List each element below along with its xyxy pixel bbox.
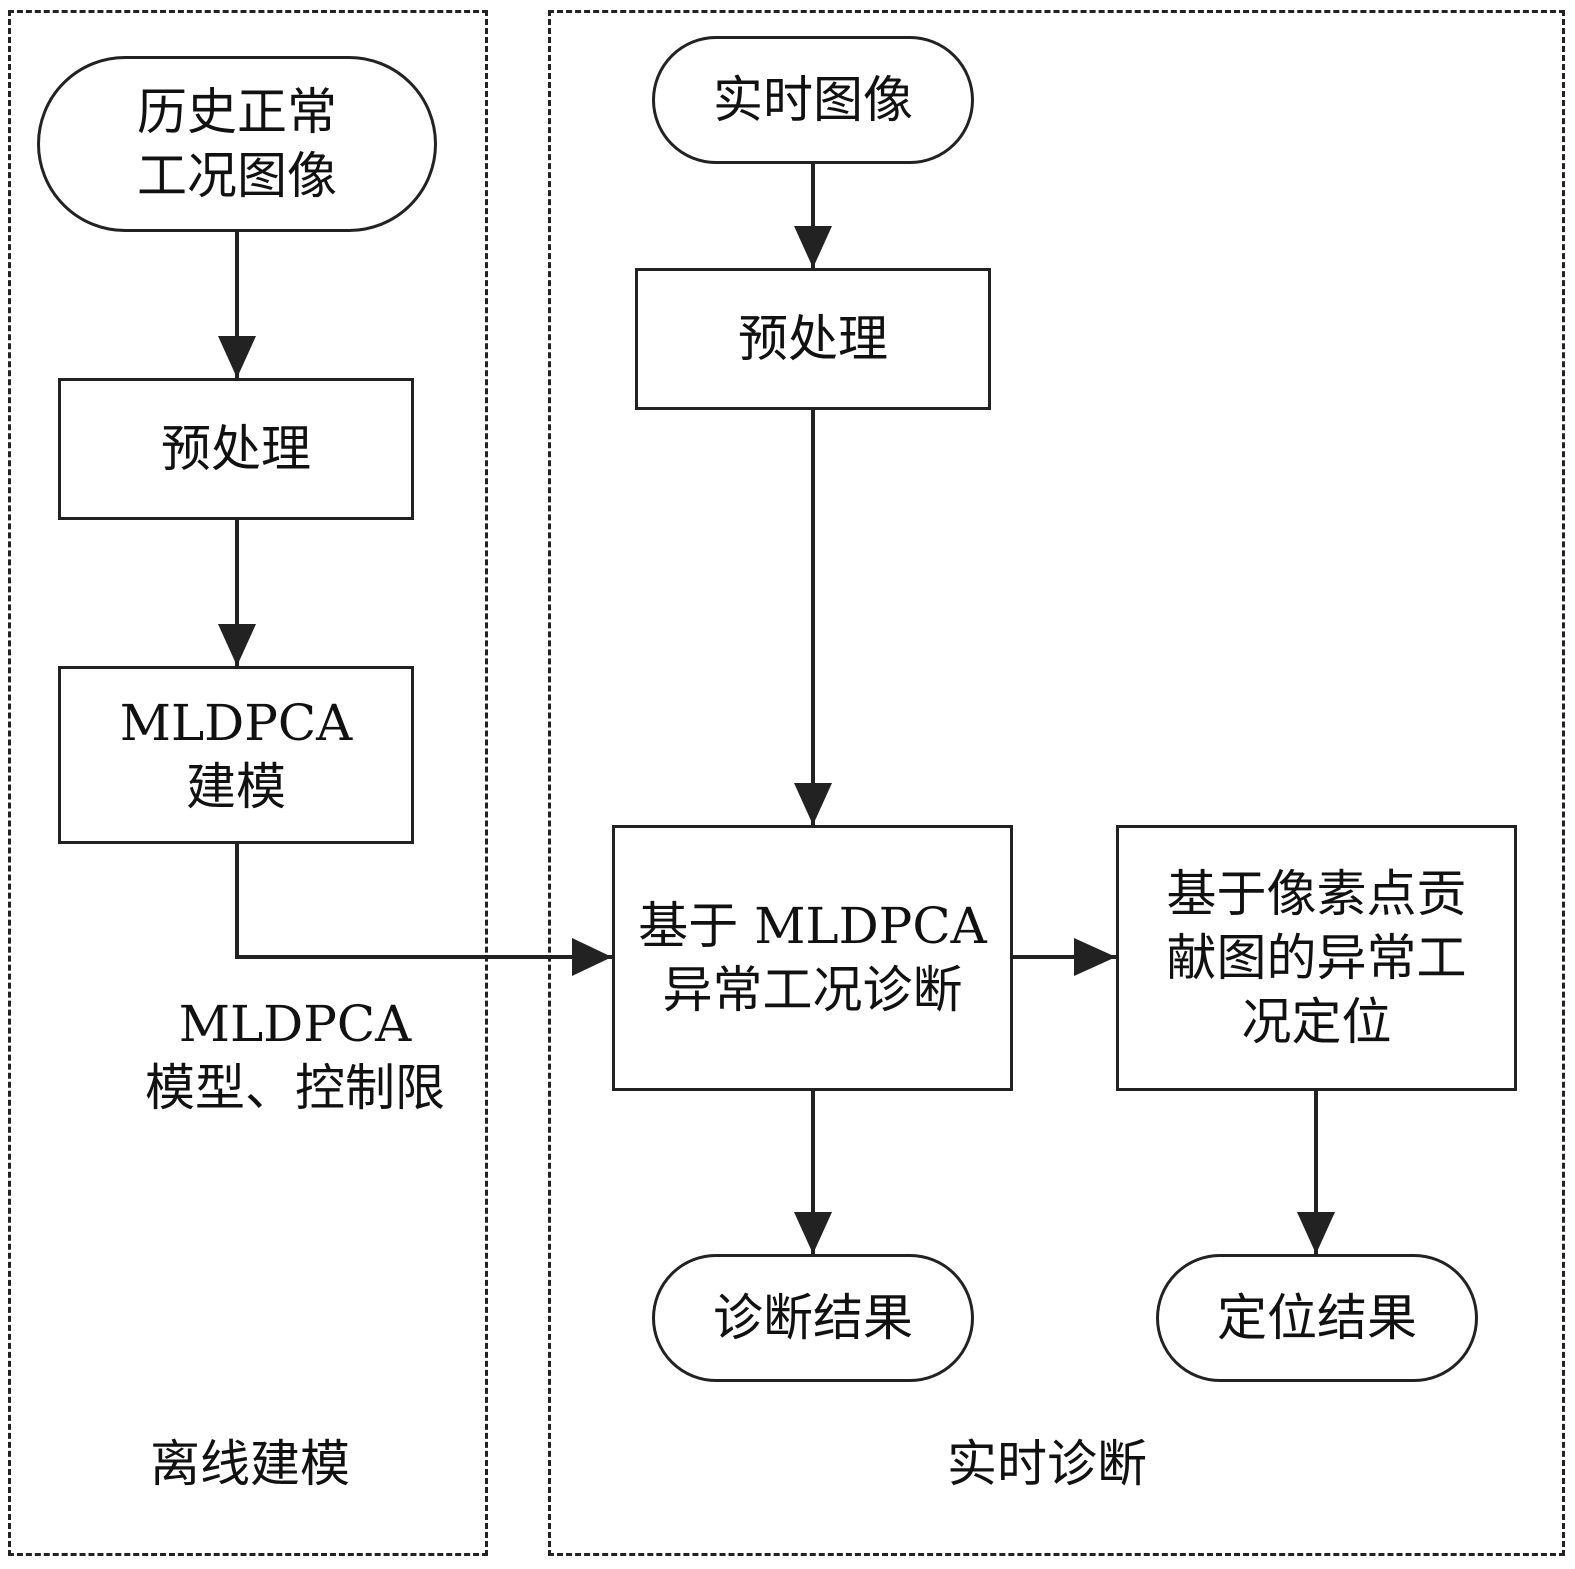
node-text-line: MLDPCA [119,694,353,752]
node-text-line: 建模 [186,758,286,816]
history-normal-images-node: 历史正常 工况图像 [37,56,437,232]
offline-modeling-label: 离线建模 [100,1432,400,1496]
panel-title: 实时诊断 [947,1435,1147,1493]
node-text-line: 预处理 [161,420,311,478]
realtime-diagnosis-label: 实时诊断 [897,1432,1197,1496]
node-text-line: 工况图像 [137,147,337,205]
model-control-limits-label: MLDPCA 模型、控制限 [120,992,470,1120]
node-text-line: 定位结果 [1217,1289,1417,1347]
node-text-line: 实时图像 [713,71,913,129]
pixel-contribution-localization-node: 基于像素点贡 献图的异常工 况定位 [1116,825,1517,1091]
mldpca-anomaly-diagnosis-node: 基于 MLDPCA 异常工况诊断 [612,825,1013,1091]
node-text-line: 异常工况诊断 [662,961,963,1019]
node-text-line: 况定位 [1241,993,1392,1051]
realtime-images-node: 实时图像 [652,36,974,164]
node-text-line: 基于像素点贡 [1166,865,1467,923]
offline-modeling-panel [8,10,488,1556]
node-text-line: 历史正常 [137,83,337,141]
node-text-line: 基于 MLDPCA [638,897,987,955]
preprocess-offline-node: 预处理 [58,378,414,520]
node-text-line: 诊断结果 [713,1289,913,1347]
localization-result-node: 定位结果 [1156,1254,1478,1382]
node-text-line: 献图的异常工 [1166,929,1467,987]
edge-text-line: MLDPCA [178,995,412,1053]
edge-text-line: 模型、控制限 [145,1059,445,1117]
diagnosis-result-node: 诊断结果 [652,1254,974,1382]
preprocess-online-node: 预处理 [635,268,991,410]
node-text-line: 预处理 [738,310,888,368]
mldpca-modeling-node: MLDPCA 建模 [58,666,414,844]
panel-title: 离线建模 [150,1435,350,1493]
realtime-diagnosis-panel [548,10,1565,1556]
